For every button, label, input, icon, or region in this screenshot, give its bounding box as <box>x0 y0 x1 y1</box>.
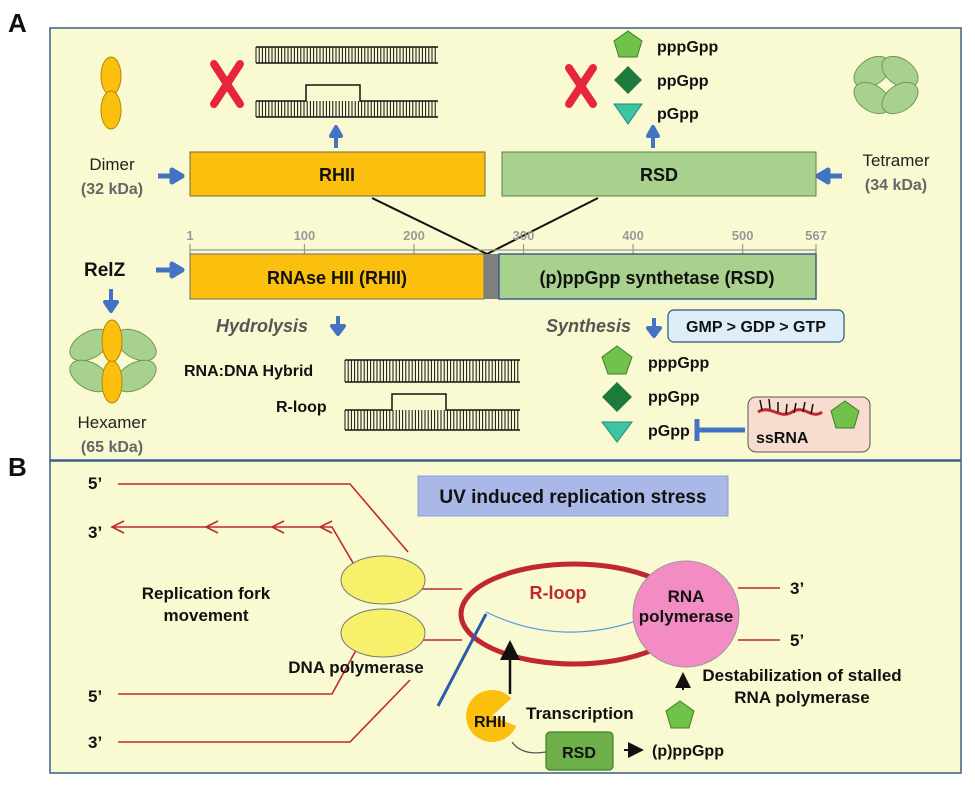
rhii-domain-box <box>189 151 486 197</box>
dimer-mass: (32 kDa) <box>81 181 143 198</box>
linker-region-bar <box>484 254 499 299</box>
rna-dna-hybrid-top-icon <box>255 46 438 64</box>
rhii-inhibition-cross-icon <box>210 60 244 108</box>
destabilization-label-2: RNA polymerase <box>734 688 869 707</box>
relz-label: RelZ <box>84 260 126 281</box>
hydrolysis-label: Hydrolysis <box>216 316 308 336</box>
r-loop-top-icon <box>255 84 438 118</box>
substrate-order-label: GMP > GDP > GTP <box>686 319 826 336</box>
rhii-rsd-tether <box>511 741 547 754</box>
tetramer-icon <box>853 55 919 115</box>
ruler-tick-label: 1 <box>186 228 193 243</box>
ssrna-pentagon-icon <box>830 400 860 429</box>
dimer-label: Dimer <box>89 155 135 174</box>
ppgpp-synthetase-domain-bar <box>498 253 817 300</box>
transcription-label: Transcription <box>526 704 634 723</box>
rsd-up-arrow <box>646 125 660 148</box>
pgpp-top-triangle-icon <box>613 103 643 125</box>
rhii-domain-label: RHII <box>319 165 355 185</box>
hexamer-mass: (65 kDa) <box>81 439 143 456</box>
hexamer-icon <box>69 319 157 404</box>
rhii-enzyme-label: RHII <box>474 714 506 731</box>
synthesis-label: Synthesis <box>546 316 631 336</box>
relz-arrow <box>156 261 185 279</box>
pppgpp-top-label: pppGpp <box>657 39 719 56</box>
dna-strands <box>112 483 780 743</box>
dimer-icon <box>100 56 122 130</box>
relz-down-arrow <box>103 289 119 313</box>
panel-b-letter: B <box>8 452 27 482</box>
dna-polymerase-bottom-icon <box>340 608 426 658</box>
ppgpp-synthetase-domain-label: (p)ppGpp synthetase (RSD) <box>539 268 774 288</box>
bottom-left-3-prime: 3’ <box>88 733 102 752</box>
hydrolysis-arrow <box>330 316 346 336</box>
rnase-hii-domain-label: RNAse HII (RHII) <box>267 268 407 288</box>
synthesis-arrow <box>646 318 662 338</box>
fork-movement-label-1: Replication fork <box>142 584 271 603</box>
ppgpp-diamond-icon <box>602 382 632 412</box>
ppgpp-top-diamond-icon <box>614 66 642 94</box>
bottom-left-5-prime: 5’ <box>88 687 102 706</box>
fork-movement-label-2: movement <box>163 606 248 625</box>
rhii-up-arrow <box>329 125 343 148</box>
right-5-prime: 5’ <box>790 631 804 650</box>
rsd-connector-line <box>486 197 599 255</box>
ppgpp-product-label: (p)ppGpp <box>652 743 724 760</box>
destabilization-label-1: Destabilization of stalled <box>702 666 901 685</box>
pppgpp-label: pppGpp <box>648 355 710 372</box>
ruler-tick-label: 300 <box>513 228 535 243</box>
uv-stress-title-box <box>417 475 729 517</box>
ssrna-label: ssRNA <box>756 430 809 447</box>
rna-dna-hybrid-icon <box>344 359 520 383</box>
substrate-order-box <box>667 309 845 343</box>
rsd-domain-box <box>501 151 817 197</box>
ruler-tick-label: 400 <box>622 228 644 243</box>
r-loop-label: R-loop <box>276 399 327 416</box>
pppgpp-top-pentagon-icon <box>613 30 643 58</box>
ssrna-strand-icon <box>757 408 823 416</box>
ppgpp-label: ppGpp <box>648 389 700 406</box>
rna-polymerase-icon <box>632 560 740 668</box>
pgpp-label: pGpp <box>648 423 690 440</box>
residue-ruler: 1 100 200 300 400 500 567 <box>186 228 827 254</box>
panel-a-letter: A <box>8 8 27 38</box>
ssrna-bases-icon <box>759 398 814 415</box>
ruler-tick-label: 567 <box>805 228 827 243</box>
r-loop-b-label: R-loop <box>530 583 587 603</box>
rhii-connector-line <box>371 197 488 255</box>
ruler-tick-label: 500 <box>732 228 754 243</box>
uv-stress-title: UV induced replication stress <box>439 487 706 508</box>
ppgpp-top-label: ppGpp <box>657 73 709 90</box>
rsd-enzyme-box <box>545 731 614 771</box>
pgpp-triangle-icon <box>601 421 633 443</box>
dna-polymerase-top-icon <box>340 555 426 605</box>
ruler-tick-label: 100 <box>294 228 316 243</box>
dimer-arrow <box>158 167 185 185</box>
r-loop-icon <box>344 393 520 431</box>
tetramer-mass: (34 kDa) <box>865 177 927 194</box>
pppgpp-pentagon-icon <box>601 345 633 375</box>
okazaki-arrowheads-icon <box>110 520 333 534</box>
cleavage-line <box>436 613 488 707</box>
pgpp-top-label: pGpp <box>657 106 699 123</box>
rna-dna-hybrid-label: RNA:DNA Hybrid <box>184 363 313 380</box>
rna-polymerase-label-2: polymerase <box>639 607 734 626</box>
tetramer-label: Tetramer <box>862 151 929 170</box>
right-3-prime: 3’ <box>790 579 804 598</box>
rsd-enzyme-label: RSD <box>562 745 596 762</box>
rsd-inhibition-cross-icon <box>565 64 597 108</box>
rna-polymerase-label-1: RNA <box>668 587 705 606</box>
rsd-domain-label: RSD <box>640 165 678 185</box>
tetramer-arrow <box>815 167 842 185</box>
rhii-enzyme-icon <box>466 689 517 742</box>
ppgpp-product-pentagon-icon <box>665 700 695 729</box>
dna-polymerase-label: DNA polymerase <box>288 658 423 677</box>
ruler-tick-label: 200 <box>403 228 425 243</box>
top-left-3-prime: 3’ <box>88 523 102 542</box>
top-left-5-prime: 5’ <box>88 474 102 493</box>
hexamer-label: Hexamer <box>78 413 147 432</box>
